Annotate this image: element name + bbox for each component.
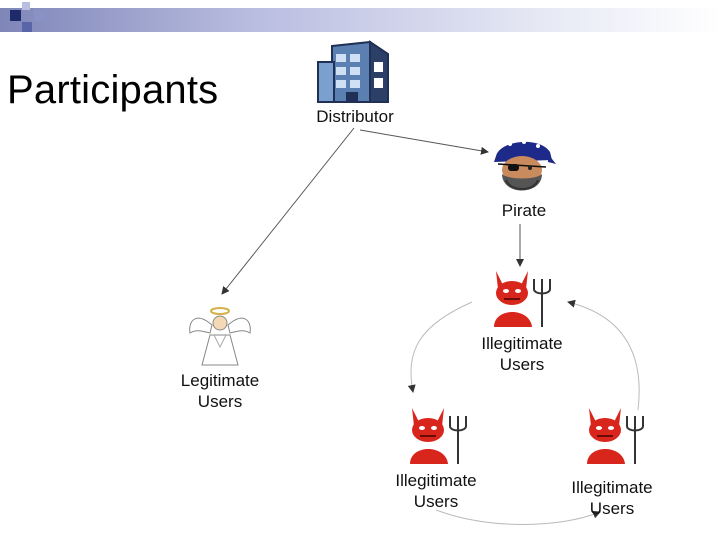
arrow-cycle-top-to-left — [407, 301, 473, 393]
illegit-users-right-label: Illegitimate Users — [556, 477, 668, 519]
angel-icon — [189, 307, 251, 366]
devil-icon — [587, 408, 644, 464]
legit-users-label-line1: Legitimate — [180, 371, 260, 390]
decor-square — [22, 2, 30, 10]
illegit-users-left-label: Illegitimate Users — [380, 470, 492, 512]
illegit-users-top-label-line1: Illegitimate — [481, 334, 563, 353]
illegit-users-top-label: Illegitimate Users — [466, 333, 578, 375]
illegit-users-top-label-line2: Users — [499, 355, 545, 374]
pirate-label: Pirate — [501, 201, 547, 220]
arrow-distributor-to-pirate — [359, 129, 489, 155]
decor-square — [34, 10, 45, 21]
devil-icon — [494, 271, 551, 327]
building-icon — [317, 40, 389, 103]
arrow-cycle-right-to-top — [567, 299, 640, 411]
illegit-users-right-label-line1: Illegitimate — [571, 478, 653, 497]
arrow-cycle-left-to-right — [435, 509, 601, 525]
decor-square — [22, 22, 32, 32]
title-accent-band — [0, 8, 720, 32]
illegit-users-left-label-line2: Users — [413, 492, 459, 511]
devil-icon — [410, 408, 467, 464]
slide-title: Participants — [7, 68, 219, 112]
illegit-users-left-label-line1: Illegitimate — [395, 471, 477, 490]
legit-users-label: Legitimate Users — [160, 370, 280, 412]
distributor-label: Distributor — [316, 107, 394, 126]
pirate-face-icon — [494, 140, 556, 191]
illegit-users-right-label-line2: Users — [589, 499, 635, 518]
arrow-distributor-to-legit-users — [221, 127, 355, 295]
legit-users-label-line2: Users — [197, 392, 243, 411]
decor-square — [10, 10, 21, 21]
